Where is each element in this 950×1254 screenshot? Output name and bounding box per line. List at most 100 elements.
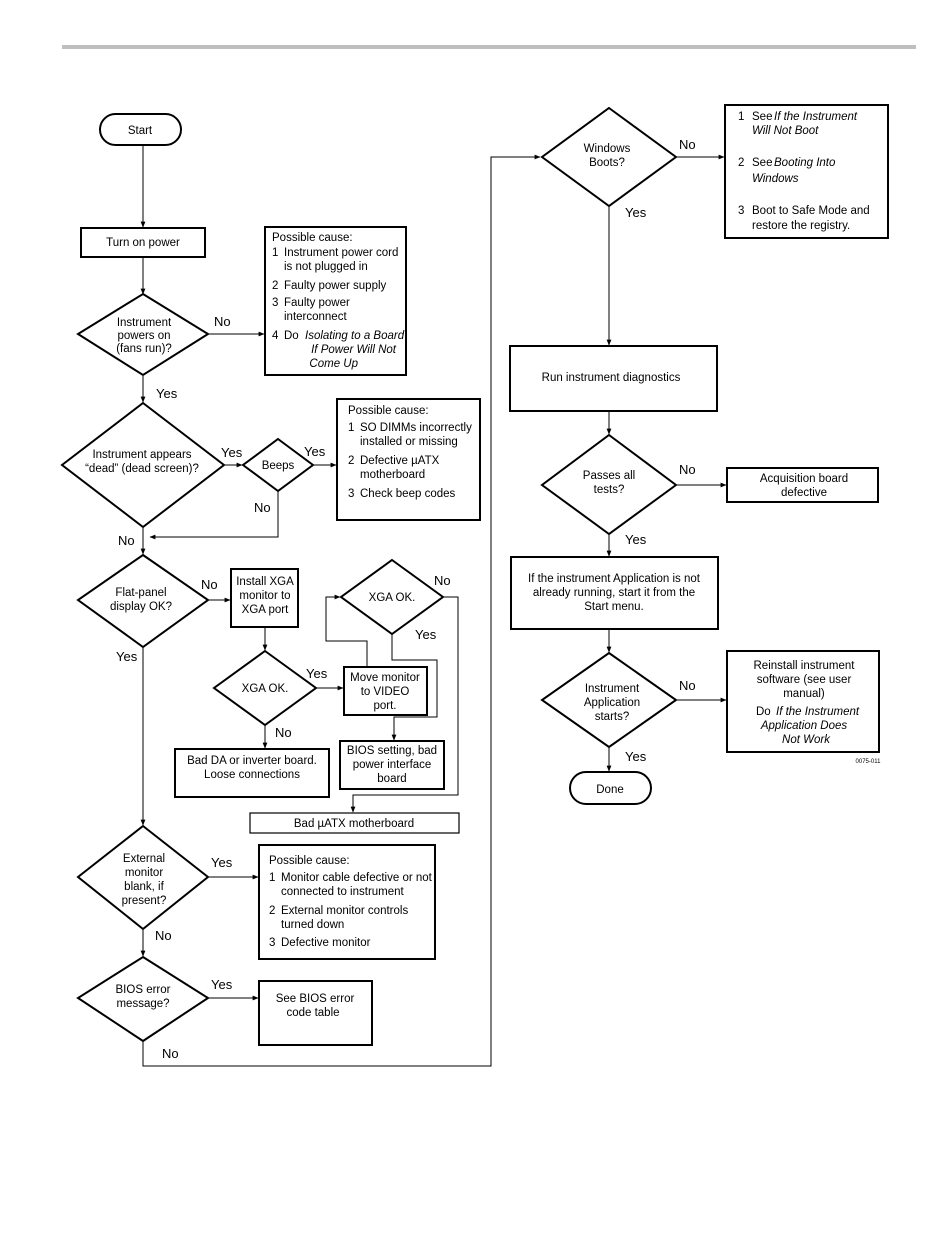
svg-text:Flat-panel: Flat-panel: [115, 587, 166, 599]
svg-text:port.: port.: [373, 700, 396, 712]
label-no: No: [155, 928, 172, 943]
node-start: Start: [99, 113, 182, 146]
svg-text:already running, start it from: already running, start it from the: [533, 587, 695, 599]
svg-text:Start: Start: [128, 125, 153, 137]
svg-text:External monitor controls: External monitor controls: [281, 905, 408, 917]
node-see-bios-table: See BIOS error code table: [258, 980, 373, 1046]
svg-text:See: See: [752, 111, 772, 123]
svg-text:Monitor cable defective or not: Monitor cable defective or not: [281, 872, 433, 884]
svg-text:2: 2: [738, 157, 744, 169]
svg-text:Booting Into: Booting Into: [774, 157, 836, 169]
svg-text:Loose connections: Loose connections: [204, 769, 300, 781]
svg-text:(fans run)?: (fans run)?: [116, 343, 172, 355]
svg-text:is not plugged in: is not plugged in: [284, 261, 368, 273]
svg-text:XGA OK.: XGA OK.: [369, 592, 416, 604]
svg-text:Start menu.: Start menu.: [584, 601, 643, 613]
svg-text:Do: Do: [284, 330, 299, 342]
svg-text:software (see user: software (see user: [757, 674, 852, 686]
label-yes: Yes: [625, 749, 647, 764]
label-yes: Yes: [116, 649, 138, 664]
svg-text:motherboard: motherboard: [360, 469, 425, 481]
svg-text:powers on: powers on: [117, 330, 170, 342]
label-yes: Yes: [221, 445, 243, 460]
figure-id: 0075-011: [856, 759, 882, 765]
decision-bios-error: BIOS error message?: [76, 955, 210, 1043]
svg-text:Windows: Windows: [584, 143, 631, 155]
svg-text:Come Up: Come Up: [309, 358, 358, 370]
label-no: No: [214, 314, 231, 329]
svg-text:1: 1: [272, 247, 278, 259]
svg-text:External: External: [123, 853, 165, 865]
node-bad-motherboard: Bad µATX motherboard: [249, 812, 460, 834]
svg-text:If the instrument Application: If the instrument Application is not: [528, 573, 701, 585]
decision-passes-tests: Passes all tests?: [540, 433, 678, 536]
branch-labels: No Yes Yes Yes No No No Yes Yes No No Ye…: [116, 137, 696, 1061]
decision-appears-dead: Instrument appears “dead” (dead screen)?: [60, 401, 226, 529]
svg-text:Do: Do: [756, 706, 771, 718]
svg-text:interconnect: interconnect: [284, 311, 347, 323]
label-yes: Yes: [211, 855, 233, 870]
svg-text:See: See: [752, 157, 772, 169]
svg-text:Reinstall instrument: Reinstall instrument: [754, 660, 856, 672]
svg-text:1: 1: [738, 111, 744, 123]
svg-text:Defective µATX: Defective µATX: [360, 455, 440, 467]
node-acq-board: Acquisition board defective: [726, 467, 879, 503]
svg-text:Isolating to a Board: Isolating to a Board: [305, 330, 405, 342]
svg-text:Possible cause:: Possible cause:: [269, 855, 350, 867]
label-no: No: [162, 1046, 179, 1061]
svg-text:3: 3: [272, 297, 278, 309]
note-beep-causes: Possible cause: 1 SO DIMMs incorrectly i…: [336, 398, 481, 521]
node-turn-on-power: Turn on power: [80, 227, 206, 258]
label-yes: Yes: [625, 205, 647, 220]
label-no: No: [679, 137, 696, 152]
svg-text:starts?: starts?: [595, 711, 630, 723]
svg-text:Done: Done: [596, 784, 624, 796]
svg-text:See BIOS error: See BIOS error: [276, 993, 355, 1005]
decision-beeps: Beeps: [241, 437, 315, 493]
label-yes: Yes: [625, 532, 647, 547]
svg-text:If Power Will Not: If Power Will Not: [311, 344, 397, 356]
svg-text:Faulty power: Faulty power: [284, 297, 350, 309]
svg-text:Application Does: Application Does: [760, 720, 848, 732]
label-no: No: [434, 573, 451, 588]
svg-text:Turn on power: Turn on power: [106, 237, 180, 249]
label-no: No: [679, 678, 696, 693]
label-yes: Yes: [415, 627, 437, 642]
svg-text:manual): manual): [783, 688, 825, 700]
svg-text:1: 1: [348, 422, 354, 434]
label-no: No: [118, 533, 135, 548]
decision-xga-ok-2: XGA OK.: [339, 558, 445, 636]
svg-text:1: 1: [269, 872, 275, 884]
svg-text:3: 3: [269, 937, 275, 949]
svg-text:Instrument power cord: Instrument power cord: [284, 247, 398, 259]
svg-text:Not Work: Not Work: [782, 734, 831, 746]
svg-text:Windows: Windows: [752, 173, 799, 185]
svg-text:2: 2: [272, 280, 278, 292]
svg-text:to VIDEO: to VIDEO: [361, 686, 410, 698]
svg-text:Beeps: Beeps: [262, 460, 295, 472]
svg-text:present?: present?: [122, 895, 167, 907]
svg-text:3: 3: [738, 205, 744, 217]
header-rule: [62, 45, 916, 49]
svg-text:Possible cause:: Possible cause:: [348, 405, 429, 417]
label-yes: Yes: [306, 666, 328, 681]
decision-external-monitor: External monitor blank, if present?: [76, 824, 210, 931]
svg-text:monitor to: monitor to: [239, 590, 290, 602]
svg-text:Check beep codes: Check beep codes: [360, 488, 456, 500]
svg-text:XGA port: XGA port: [242, 604, 289, 616]
svg-text:board: board: [377, 773, 406, 785]
svg-text:display OK?: display OK?: [110, 601, 172, 613]
svg-text:power interface: power interface: [353, 759, 432, 771]
svg-text:Defective monitor: Defective monitor: [281, 937, 371, 949]
svg-text:Possible cause:: Possible cause:: [272, 232, 353, 244]
svg-text:Passes all: Passes all: [583, 470, 635, 482]
svg-text:Application: Application: [584, 697, 640, 709]
svg-text:Run instrument diagnostics: Run instrument diagnostics: [542, 372, 681, 384]
svg-text:monitor: monitor: [125, 867, 164, 879]
node-move-monitor: Move monitor to VIDEO port.: [343, 666, 428, 716]
node-install-xga: Install XGA monitor to XGA port: [230, 568, 299, 628]
decision-flat-panel: Flat-panel display OK?: [76, 553, 210, 649]
svg-text:Acquisition board: Acquisition board: [760, 473, 848, 485]
svg-text:code table: code table: [286, 1007, 339, 1019]
